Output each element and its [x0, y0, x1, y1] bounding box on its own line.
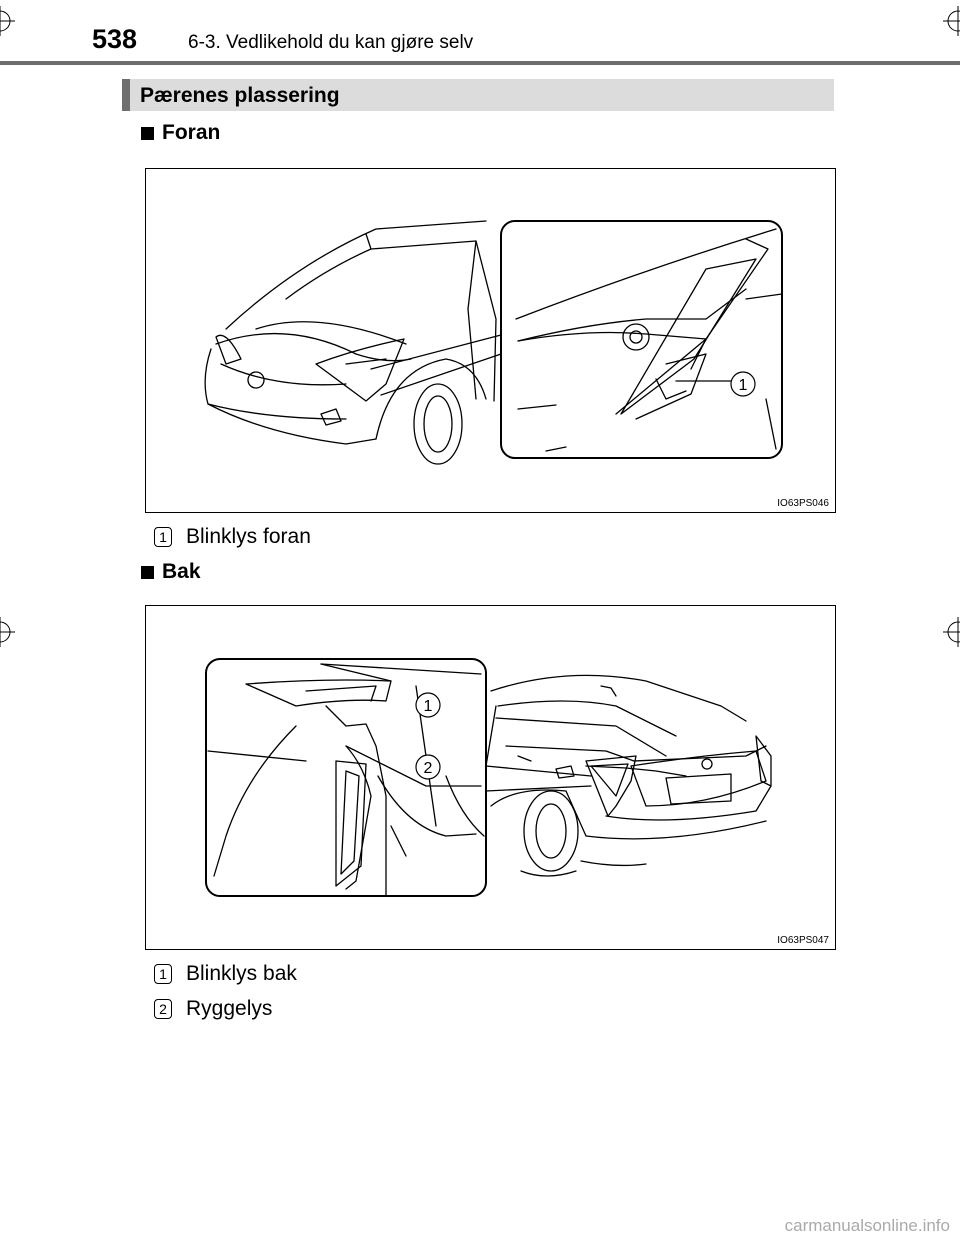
rear-item-2-label: Ryggelys — [186, 997, 273, 1020]
front-car-illustration: 1 — [204, 220, 783, 465]
rear-callout-1-number: 1 — [424, 698, 433, 715]
registration-mark-icon — [943, 6, 960, 36]
rear-figure: 1 2 IO63PS047 — [145, 605, 836, 950]
rear-item-2-number: 2 — [154, 999, 172, 1019]
rear-item-1-label: Blinklys bak — [186, 962, 297, 985]
front-item-1-number: 1 — [154, 527, 172, 547]
registration-mark-icon — [943, 617, 960, 647]
rear-car-illustration: 1 2 — [205, 658, 772, 897]
rear-item-1: 1 Blinklys bak — [154, 962, 297, 986]
watermark: carmanualsonline.info — [784, 1216, 950, 1235]
front-callout-circle — [730, 371, 756, 397]
front-figure-code: IO63PS046 — [777, 498, 829, 509]
section-title: Pærenes plassering — [140, 84, 340, 107]
rear-callout-2-circle — [415, 754, 441, 780]
page-number: 538 — [92, 24, 138, 54]
chapter-title: 6-3. Vedlikehold du kan gjøre selv — [188, 32, 474, 53]
front-callout-number: 1 — [739, 377, 748, 394]
section-accent — [122, 79, 130, 111]
subheading-rear: Bak — [141, 560, 201, 584]
rear-figure-code: IO63PS047 — [777, 935, 829, 946]
subheading-front-label: Foran — [162, 121, 221, 144]
subheading-front: Foran — [141, 121, 220, 145]
rear-item-2: 2 Ryggelys — [154, 997, 272, 1021]
rear-callout-2-number: 2 — [424, 760, 433, 777]
square-bullet-icon — [141, 126, 154, 140]
front-figure: 1 IO63PS046 — [145, 168, 836, 513]
subheading-rear-label: Bak — [162, 560, 201, 583]
square-bullet-icon — [141, 565, 154, 579]
rear-callout-1-circle — [415, 692, 441, 718]
registration-mark-icon — [0, 6, 15, 36]
front-item-1: 1 Blinklys foran — [154, 525, 311, 549]
rear-item-1-number: 1 — [154, 964, 172, 984]
front-item-1-label: Blinklys foran — [186, 525, 311, 548]
section-heading-bar: Pærenes plassering — [122, 79, 834, 111]
registration-mark-icon — [0, 617, 15, 647]
header-rule — [0, 61, 960, 65]
